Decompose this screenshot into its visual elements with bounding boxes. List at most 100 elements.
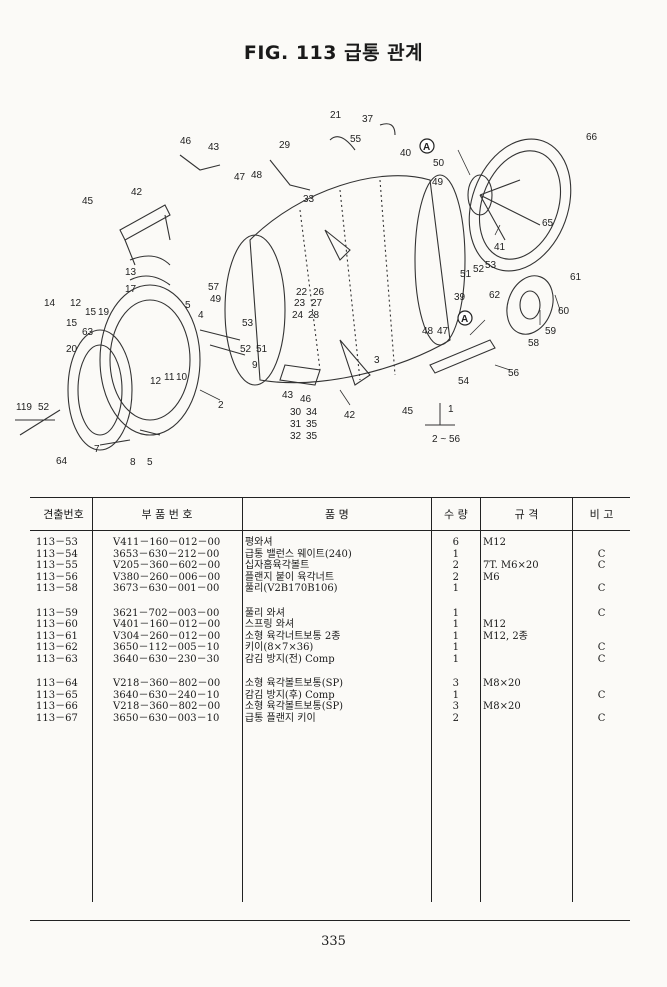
row-spacer bbox=[30, 594, 630, 608]
callout: 37 bbox=[362, 114, 374, 125]
callout: 2 bbox=[218, 400, 224, 411]
part-name: 풀리 와셔 bbox=[241, 607, 432, 619]
part-remark bbox=[572, 619, 630, 631]
part-name: 스프링 와셔 bbox=[241, 619, 432, 631]
part-quantity: 2 bbox=[430, 571, 481, 583]
part-number: 3621－702－003－00 bbox=[92, 607, 243, 619]
part-remark bbox=[572, 678, 630, 690]
marker-a-label: A bbox=[423, 142, 430, 153]
spacer-cell bbox=[479, 665, 573, 678]
callout: 4 bbox=[198, 310, 204, 321]
callout: 12 bbox=[70, 298, 82, 309]
part-index: 113－59 bbox=[36, 607, 78, 619]
part-quantity: 1 bbox=[430, 583, 481, 595]
part-number: 3650－630－003－10 bbox=[92, 712, 243, 724]
part-spec bbox=[479, 642, 573, 654]
front-door-disc bbox=[67, 329, 133, 451]
empty-cell bbox=[241, 724, 432, 902]
part-number: 3673－630－001－00 bbox=[92, 583, 243, 595]
spacer-cell bbox=[30, 595, 93, 608]
callout: 57 bbox=[208, 282, 220, 293]
part-remark bbox=[572, 701, 630, 713]
table-empty-space bbox=[30, 724, 630, 902]
part-number: 3640－630－230－30 bbox=[92, 653, 243, 665]
part-name: 풀리(V2B170B106) bbox=[241, 583, 432, 595]
callout: 14 bbox=[44, 298, 56, 309]
part-spec: 7T. M6×20 bbox=[479, 560, 573, 572]
callout: 60 bbox=[558, 306, 570, 317]
drum-front-ring bbox=[224, 234, 286, 386]
part-spec bbox=[479, 689, 573, 701]
part-index: 113－55 bbox=[36, 560, 78, 571]
part-index: 113－67 bbox=[36, 712, 78, 724]
small-pulley bbox=[506, 275, 554, 335]
callout: 41 bbox=[494, 242, 506, 253]
part-remark: C bbox=[572, 583, 630, 595]
callout: 45 bbox=[402, 406, 414, 417]
callout: 43 bbox=[282, 390, 294, 401]
callout: 27 bbox=[311, 298, 323, 309]
part-index: 113－61 bbox=[36, 630, 78, 642]
callout: 30 bbox=[290, 407, 302, 418]
part-index: 113－60 bbox=[36, 619, 78, 630]
part-number: V411－160－012－00 bbox=[92, 530, 243, 549]
part-spec: M12 bbox=[479, 530, 573, 549]
part-number: V218－360－802－00 bbox=[92, 678, 243, 690]
callout: 7 bbox=[94, 444, 100, 455]
callout: 46 bbox=[180, 136, 192, 147]
callout: 5 bbox=[147, 457, 153, 468]
spacer-cell bbox=[572, 594, 630, 608]
callout: 13 bbox=[125, 267, 137, 278]
callout: 62 bbox=[489, 290, 501, 301]
part-number: 3650－112－005－10 bbox=[92, 642, 243, 654]
part-quantity: 1 bbox=[430, 607, 481, 619]
callout: 54 bbox=[458, 376, 470, 387]
callout: 58 bbox=[528, 338, 540, 349]
row-spacer bbox=[30, 665, 630, 678]
part-spec bbox=[479, 607, 573, 619]
part-spec: M6 bbox=[479, 571, 573, 583]
spacer-cell bbox=[241, 665, 432, 678]
part-name: 플랜지 붙이 육각너트 bbox=[241, 571, 432, 583]
callout: 48 bbox=[422, 326, 434, 337]
callout: 23 bbox=[294, 298, 306, 309]
callout: 15 bbox=[66, 318, 78, 329]
callout: 28 bbox=[308, 310, 320, 321]
callout: 61 bbox=[570, 272, 582, 283]
empty-cell bbox=[30, 724, 93, 902]
callout: 45 bbox=[82, 196, 94, 207]
callout: 47 bbox=[234, 172, 246, 183]
table-header-row: 견출번호 부 품 번 호 품 명 수 량 규 격 비 고 bbox=[30, 497, 630, 531]
spacer-cell bbox=[430, 594, 481, 608]
part-remark: C bbox=[572, 607, 630, 619]
exploded-parts-diagram: A A 21 37 55 29 46 43 47 48 33 42 45 40 … bbox=[15, 110, 598, 468]
figure-title: FIG. 113 급통 관계 bbox=[243, 42, 424, 64]
callout: 2 ~ 56 bbox=[432, 434, 461, 445]
callout: 59 bbox=[545, 326, 557, 337]
front-ring bbox=[99, 284, 201, 436]
part-name: 십자홈육각볼트 bbox=[241, 560, 432, 572]
part-remark: C bbox=[572, 653, 630, 665]
part-index: 113－63 bbox=[36, 653, 78, 665]
part-index: 113－58 bbox=[36, 583, 78, 594]
part-spec: M8×20 bbox=[479, 701, 573, 713]
part-spec bbox=[479, 548, 573, 560]
empty-cell bbox=[430, 724, 481, 902]
part-number: V380－260－006－00 bbox=[92, 571, 243, 583]
drum-shell bbox=[249, 175, 451, 384]
part-spec: M8×20 bbox=[479, 678, 573, 690]
callout: 52 bbox=[473, 264, 485, 275]
callout: 46 bbox=[300, 394, 312, 405]
part-index: 113－65 bbox=[36, 689, 78, 701]
spacer-cell bbox=[92, 665, 243, 678]
callout: 29 bbox=[279, 140, 291, 151]
part-name: 소형 육각너트보통 2종 bbox=[241, 630, 432, 642]
